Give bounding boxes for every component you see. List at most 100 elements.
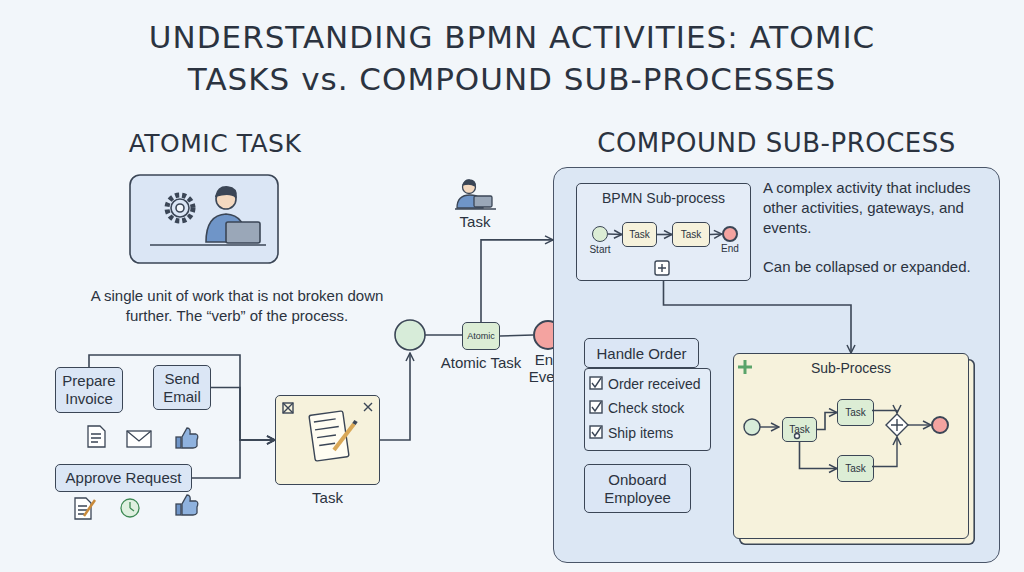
person-icon (455, 208, 496, 209)
expand-marker (738, 360, 752, 374)
task-box: Task (672, 222, 710, 247)
node-text: Task (845, 463, 866, 475)
notepad-icon (334, 424, 354, 450)
expand-marker (655, 261, 752, 374)
node-text: Task (312, 489, 343, 507)
computer-illustration (176, 204, 184, 212)
sequence-flow (608, 233, 622, 235)
checkbox-icons (592, 378, 601, 387)
computer-illustration (150, 244, 266, 246)
subprocess-flow (908, 424, 931, 425)
task-icons (176, 437, 181, 448)
checkbox-icons (590, 426, 602, 438)
node-text: Ship items (608, 424, 673, 442)
subprocess-flow (886, 414, 908, 436)
sequence-flow (710, 233, 722, 235)
node-text: Prepare Invoice (58, 372, 120, 408)
notepad-icon (283, 403, 372, 461)
checkbox-icons (592, 402, 601, 411)
subprocess-flow (872, 411, 897, 414)
sequence-flow (657, 234, 672, 236)
task-icons (91, 434, 101, 442)
node-text: Atomic Task (441, 354, 522, 372)
node-text: Onboard Employee (587, 471, 688, 507)
task-box: Task (622, 222, 657, 247)
person-icon (474, 196, 492, 207)
computer-illustration (130, 175, 278, 263)
subprocess-flow (744, 419, 760, 435)
notepad-icon (354, 421, 356, 424)
task-icons (130, 502, 134, 511)
node-text: Atomic (467, 331, 495, 342)
node-text: Approve Request (66, 469, 182, 487)
description-text: A single unit of work that is not broken… (72, 286, 402, 326)
task-icons (182, 428, 198, 448)
subprocess-panel: COMPOUND SUB-PROCESSBPMN Sub-processStar… (553, 167, 1000, 563)
sequence-flow (664, 281, 852, 353)
task-box: Task (782, 417, 817, 442)
task-box: Send Email (153, 365, 211, 410)
process-flow (380, 353, 410, 440)
task-icons (84, 500, 95, 516)
subprocess-flow (744, 411, 948, 467)
sequence-flow (192, 440, 275, 478)
sequence-flow (800, 442, 838, 469)
end-event: End (722, 226, 738, 242)
node-text: Task (789, 424, 810, 436)
process-flow (395, 320, 425, 350)
node-text: BPMN Sub-process (577, 190, 750, 207)
subprocess-box: Sub-ProcessTaskTaskTask (733, 353, 969, 539)
node-text: Order received (608, 375, 701, 393)
node-text: Task (629, 229, 650, 241)
checkbox-icons (590, 377, 602, 389)
node-text: Check stock (608, 399, 684, 417)
subprocess-flow (932, 417, 948, 433)
task-box: Task (837, 399, 874, 426)
task-icons (121, 499, 139, 517)
node-text: Task (845, 407, 866, 419)
computer-illustration (130, 175, 278, 263)
node-text: COMPOUND SUB-PROCESS (554, 128, 999, 158)
sequence-flow (817, 413, 837, 430)
node-text: End (721, 243, 739, 255)
computer-illustration (167, 195, 193, 221)
node-text: Handle Order (584, 338, 699, 368)
person-icon (463, 181, 476, 194)
task-icons (75, 426, 198, 519)
process-flow (380, 320, 462, 440)
subprocess-flow (795, 434, 800, 439)
checkbox-icons (590, 401, 602, 413)
checkbox-icons (592, 427, 601, 436)
task-icons (182, 495, 198, 515)
node-text: Task (681, 229, 702, 241)
task-icons (88, 426, 105, 447)
subprocess-flow (872, 437, 897, 467)
person-icon (463, 180, 475, 186)
expand-marker (655, 261, 669, 275)
computer-illustration (226, 222, 260, 243)
notepad-icon (283, 403, 372, 413)
task-icons (127, 431, 151, 447)
node-text: Start (589, 244, 610, 256)
icon-label: Task (445, 212, 505, 232)
computer-illustration (216, 187, 236, 197)
checklist-card: Handle OrderOrder receivedCheck stockShi… (584, 338, 711, 451)
section-heading: ATOMIC TASK (60, 128, 370, 160)
task-icons (127, 431, 151, 441)
notepad-icon (314, 419, 341, 446)
checkbox-icons (590, 377, 602, 438)
start-event: Start (592, 226, 608, 242)
task-box: Task (837, 455, 874, 482)
person-icon (455, 180, 496, 209)
sequence-flow (500, 335, 533, 336)
task-box: Onboard Employee (584, 464, 691, 513)
node-text: Send Email (156, 370, 208, 406)
computer-illustration (171, 199, 189, 217)
atomic-task-box: AtomicAtomic Task (462, 322, 500, 350)
process-flow (425, 334, 462, 336)
expand-marker (658, 264, 666, 272)
